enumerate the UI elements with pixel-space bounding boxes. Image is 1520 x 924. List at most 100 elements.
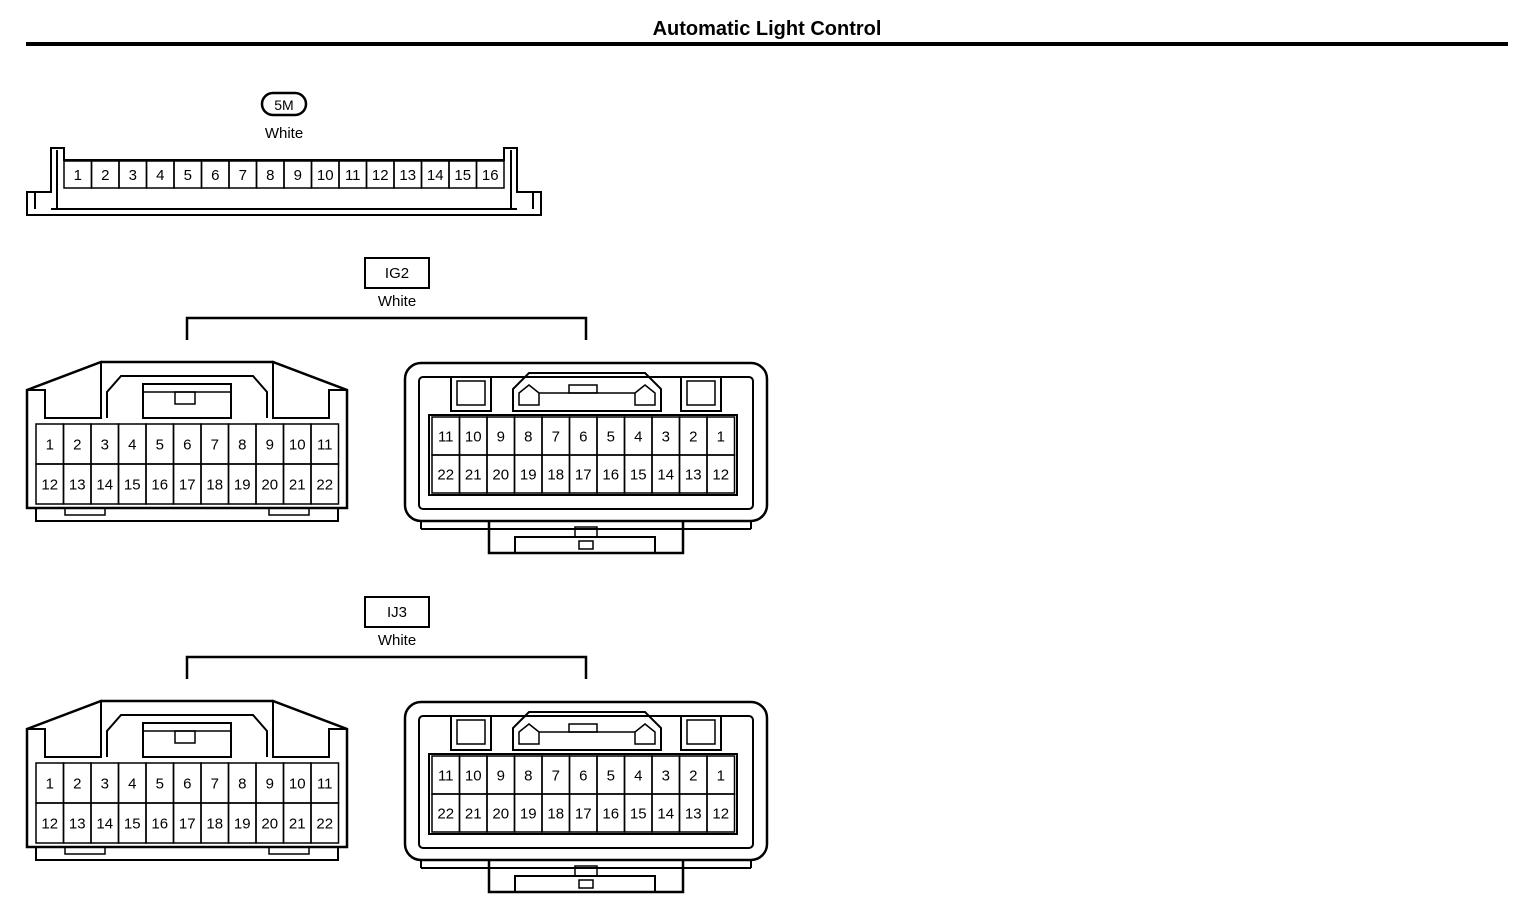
pin-number: 1 [717,767,725,784]
lock-tab [578,540,594,550]
pin-number: 13 [685,466,702,483]
pin-number: 10 [289,775,306,792]
pin-number: 1 [74,167,82,184]
pin-number: 1 [46,775,54,792]
lock-slot [514,536,656,553]
pin-number: 12 [41,476,58,493]
pin-number: 3 [662,428,670,445]
pin-number: 12 [712,805,729,822]
pin-number: 10 [289,436,306,453]
housing-inner [418,376,754,510]
pin-cell [706,793,736,833]
housing-ear [26,699,102,758]
pin-number: 4 [128,775,136,792]
pin-number: 2 [101,167,109,184]
pin-number: 11 [438,428,454,445]
latch-corner [518,384,540,406]
pin-number: 12 [372,167,389,184]
latch-tab [174,391,196,405]
pin-number: 13 [69,476,86,493]
pin-number: 16 [482,167,499,184]
pin-number: 9 [266,436,274,453]
pin-number: 2 [73,436,81,453]
pin-number: 1 [46,436,54,453]
pin-number: 20 [261,815,278,832]
pin-number: 2 [73,775,81,792]
pin-number: 19 [234,476,251,493]
pin-number: 15 [124,476,141,493]
latch-corner [518,723,540,745]
pin-number: 17 [575,466,592,483]
latch-corner [634,384,656,406]
pin-number: 15 [124,815,141,832]
pin-number: 14 [657,805,674,822]
pin-number: 5 [156,775,164,792]
guide-cavity [680,376,722,412]
lock-tab [578,879,594,889]
connector-id: 5M [274,97,293,113]
pin-number: 21 [465,466,482,483]
pin-number: 6 [183,775,191,792]
pin-number: 14 [96,815,113,832]
latch-hood [512,372,662,412]
connector-housing [403,700,769,862]
pin-number: 17 [179,476,196,493]
guide-cavity [450,376,492,412]
pin-number: 18 [206,476,223,493]
guide-cavity-inner [456,380,486,406]
pin-block [428,414,738,496]
lock-tab [574,865,598,877]
pin-number: 7 [211,775,219,792]
pin-number: 6 [183,436,191,453]
pin-number: 8 [266,167,274,184]
pin-number: 15 [630,466,647,483]
housing-ear [26,360,102,419]
lock-base [487,860,685,894]
guide-cavity [680,715,722,751]
pin-number: 8 [238,775,246,792]
pin-number: 21 [465,805,482,822]
guide-cavity [450,715,492,751]
guide-cavity-inner [686,380,716,406]
latch-window [142,383,232,419]
pin-number: 19 [520,805,537,822]
housing-ear [272,360,348,419]
pin-number: 4 [634,428,642,445]
pin-number: 4 [156,167,164,184]
pin-number: 6 [579,428,587,445]
connector-housing [403,361,769,523]
pin-number: 20 [261,476,278,493]
connector-id-box [364,596,430,628]
connector-id: IJ3 [387,604,407,621]
pin-number: 19 [520,466,537,483]
connector-color: White [378,293,416,310]
pin-number: 8 [238,436,246,453]
pin-number: 4 [634,767,642,784]
pin-number: 1 [717,428,725,445]
pin-cell [706,454,736,494]
lock-slot [514,875,656,892]
rail-slot [64,507,106,516]
pin-number: 3 [101,436,109,453]
pin-cell [475,160,505,189]
pin-number: 22 [437,466,454,483]
pin-number: 14 [657,466,674,483]
connector-id: IG2 [385,265,409,282]
title-divider [26,42,1508,46]
pin-cell [310,802,340,844]
connector-id-badge [260,91,308,117]
pin-number: 20 [492,466,509,483]
latch-hood [512,711,662,751]
pin-number: 16 [151,476,168,493]
pin-number: 21 [289,476,306,493]
pin-number: 16 [602,466,619,483]
bottom-rail [35,846,339,861]
pin-number: 22 [316,476,333,493]
pin-cell [310,463,340,505]
pin-number: 9 [497,767,505,784]
pin-number: 12 [712,466,729,483]
pin-number: 2 [689,428,697,445]
pin-number: 21 [289,815,306,832]
